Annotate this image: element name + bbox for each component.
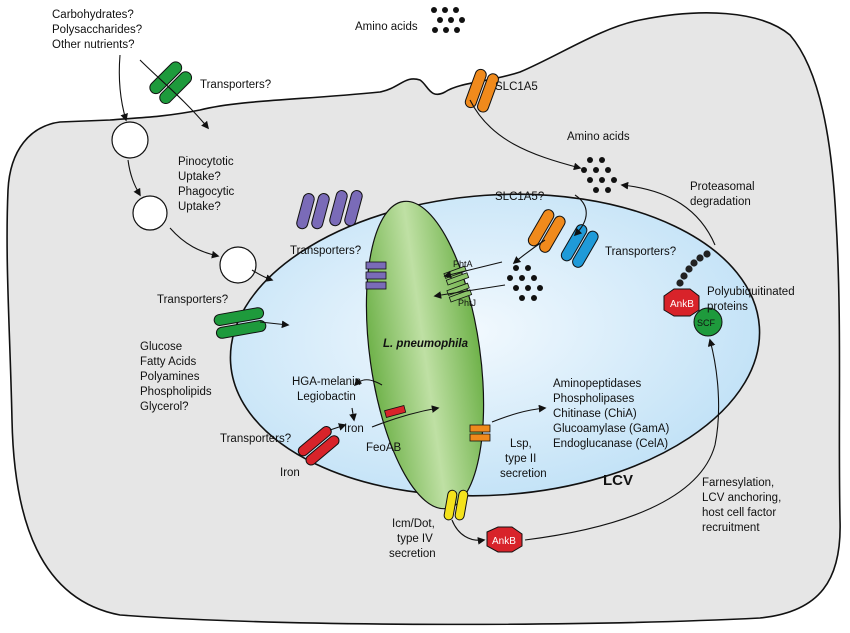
label-iron-inner: Iron	[344, 423, 364, 435]
label-pinocytic-1: Pinocytotic	[178, 156, 234, 168]
transporter-purple-bacterium	[365, 261, 387, 290]
label-nutrients-3: Other nutrients?	[52, 39, 134, 51]
labels: Carbohydrates? Polysaccharides? Other nu…	[52, 9, 795, 560]
label-ankb-top: AnkB	[670, 299, 694, 310]
label-farnesylation-3: host cell factor	[702, 507, 776, 519]
transporter-purple-top	[296, 190, 363, 230]
label-polyubiq-1: Polyubiquitinated	[707, 286, 795, 298]
label-scf: SCF	[697, 318, 716, 328]
label-ankb-bottom: AnkB	[492, 536, 516, 547]
label-transporters-top: Transporters?	[200, 79, 271, 91]
label-hga-2: Legiobactin	[297, 391, 356, 403]
vesicle-1	[111, 121, 149, 159]
label-amino-acids-top: Amino acids	[355, 21, 418, 33]
label-farnesylation-2: LCV anchoring,	[702, 492, 781, 504]
label-farnesylation-1: Farnesylation,	[702, 477, 774, 489]
label-hga-1: HGA-melanin	[292, 376, 361, 388]
transporter-slc1a5-lcv	[527, 209, 566, 253]
label-pinocytic-2: Uptake?	[178, 171, 221, 183]
label-iron-outer: Iron	[280, 467, 300, 479]
label-proteasomal-1: Proteasomal	[690, 181, 755, 193]
label-lipids-1: Glucose	[140, 341, 182, 353]
ubiquitin-chain	[676, 250, 711, 287]
label-polyubiq-2: proteins	[707, 301, 748, 313]
label-pinocytic-4: Uptake?	[178, 201, 221, 213]
label-lipids-4: Phospholipids	[140, 386, 212, 398]
transporter-lsp	[469, 424, 491, 442]
label-nutrients-2: Polysaccharides?	[52, 24, 142, 36]
scf-complex	[693, 307, 723, 337]
lcv-vacuole	[229, 193, 761, 497]
label-phtj: PhtJ	[458, 298, 476, 308]
label-transporters-iron: Transporters?	[220, 433, 291, 445]
label-enzymes-4: Glucoamylase (GamA)	[553, 423, 669, 435]
label-phta: PhtA	[453, 259, 473, 269]
transporter-phtj	[446, 282, 473, 303]
label-nutrients-1: Carbohydrates?	[52, 9, 134, 21]
label-lipids-3: Polyamines	[140, 371, 200, 383]
label-lipids-5: Glycerol?	[140, 401, 189, 413]
ankb-top-shape	[663, 288, 700, 317]
ankb-bottom-shape	[486, 526, 523, 553]
amino-acid-dots-lcv	[507, 265, 543, 301]
label-transporters-lcv-right: Transporters?	[605, 246, 676, 258]
label-lsp-1: Lsp,	[510, 438, 532, 450]
arrows	[118, 54, 720, 545]
label-lipids-2: Fatty Acids	[140, 356, 196, 368]
label-lcv: LCV	[603, 472, 633, 489]
label-transporters-membrane: Transporters?	[157, 294, 228, 306]
label-amino-acids-mid: Amino acids	[567, 131, 630, 143]
label-proteasomal-2: degradation	[690, 196, 751, 208]
vesicle-3	[219, 246, 257, 284]
label-icm-1: Icm/Dot,	[392, 518, 435, 530]
label-feoab: FeoAB	[366, 442, 401, 454]
label-farnesylation-4: recruitment	[702, 522, 760, 534]
transporter-icm-dot	[443, 489, 469, 521]
transporter-iron	[297, 426, 340, 466]
vesicle-2	[132, 195, 168, 231]
label-l-pneumophila: L. pneumophila	[383, 338, 469, 350]
label-pinocytic-3: Phagocytic	[178, 186, 235, 198]
transporter-green-top	[149, 61, 193, 105]
transporter-feoab	[384, 405, 407, 418]
label-enzymes-1: Aminopeptidases	[553, 378, 641, 390]
label-lsp-3: secretion	[500, 468, 547, 480]
amino-acid-dots-top	[431, 7, 465, 33]
label-slc1a5q: SLC1A5?	[495, 191, 544, 203]
transporter-green-membrane	[213, 307, 267, 339]
label-enzymes-2: Phospholipases	[553, 393, 634, 405]
label-enzymes-3: Chitinase (ChiA)	[553, 408, 637, 420]
label-enzymes-5: Endoglucanase (CelA)	[553, 438, 668, 450]
label-icm-3: secretion	[389, 548, 436, 560]
amino-acid-dots-middle	[581, 157, 617, 193]
label-lsp-2: type II	[505, 453, 536, 465]
transporter-slc1a5-top	[464, 68, 499, 113]
label-transporters-lcv-left: Transporters?	[290, 245, 361, 257]
label-icm-2: type IV	[397, 533, 433, 545]
label-slc1a5: SLC1A5	[495, 81, 538, 93]
